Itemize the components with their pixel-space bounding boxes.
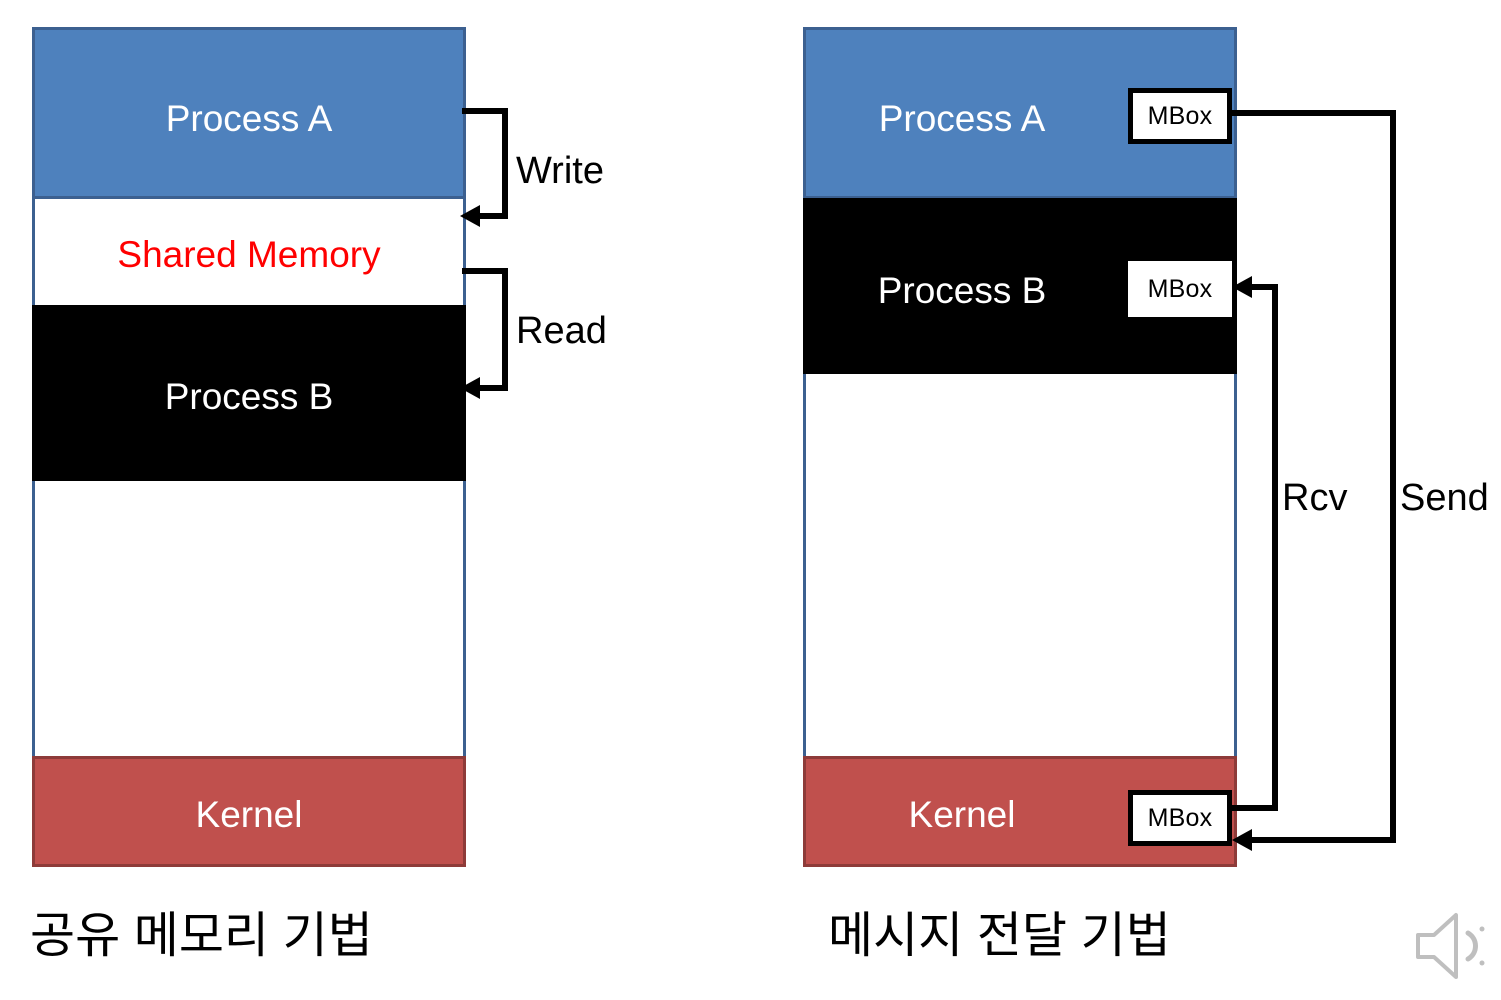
left-block-process-b xyxy=(32,305,466,481)
read-connector-vertical-segment xyxy=(502,268,508,391)
write-connector-label: Write xyxy=(516,150,604,192)
left-block-process-a xyxy=(32,27,466,199)
write-connector-vertical-segment xyxy=(502,108,508,219)
left-block-shared-memory xyxy=(35,199,463,305)
write-connector-top-segment xyxy=(462,108,508,114)
send-connector-top-segment xyxy=(1232,110,1396,116)
rcv-connector-top-segment xyxy=(1250,284,1278,290)
left-block-process-a-label: Process A xyxy=(165,98,333,139)
rcv-connector-bottom-segment xyxy=(1232,805,1278,811)
right-panel-caption: 메시지 전달 기법 xyxy=(828,909,1171,963)
right-block-process-b-label: Process B xyxy=(877,270,1047,311)
right-block-kernel-label: Kernel xyxy=(908,794,1016,835)
left-block-process-b-label: Process B xyxy=(164,376,334,417)
right-block-process-a-label: Process A xyxy=(878,98,1046,139)
read-connector-bottom-segment xyxy=(478,385,508,391)
send-connector-label: Send xyxy=(1400,477,1489,519)
read-connector-top-segment xyxy=(462,268,508,274)
rcv-connector-vertical-segment xyxy=(1272,284,1278,811)
write-connector-arrowhead xyxy=(460,205,480,227)
send-connector-arrowhead xyxy=(1232,829,1252,851)
left-block-shared-memory-label: Shared Memory xyxy=(117,234,381,275)
rcv-connector-label: Rcv xyxy=(1282,477,1348,519)
left-block-kernel xyxy=(32,756,466,867)
write-connector-bottom-segment xyxy=(478,213,508,219)
left-panel-caption: 공유 메모리 기법 xyxy=(30,909,373,963)
read-connector-label: Read xyxy=(516,310,607,352)
send-connector-vertical-segment xyxy=(1390,110,1396,843)
rcv-connector-arrowhead xyxy=(1232,276,1252,298)
read-connector-arrowhead xyxy=(460,377,480,399)
mbox-kernel[interactable]: MBox xyxy=(1128,790,1232,846)
mbox-process-a[interactable]: MBox xyxy=(1128,88,1232,144)
left-block-free-space xyxy=(35,481,463,756)
right-block-free-space xyxy=(806,374,1234,756)
mbox-process-b[interactable]: MBox xyxy=(1128,261,1232,317)
speaker-icon-glyph xyxy=(1416,913,1485,979)
send-connector-bottom-segment xyxy=(1250,837,1396,843)
speaker-icon[interactable] xyxy=(1412,905,1494,987)
left-block-kernel-label: Kernel xyxy=(195,794,303,835)
